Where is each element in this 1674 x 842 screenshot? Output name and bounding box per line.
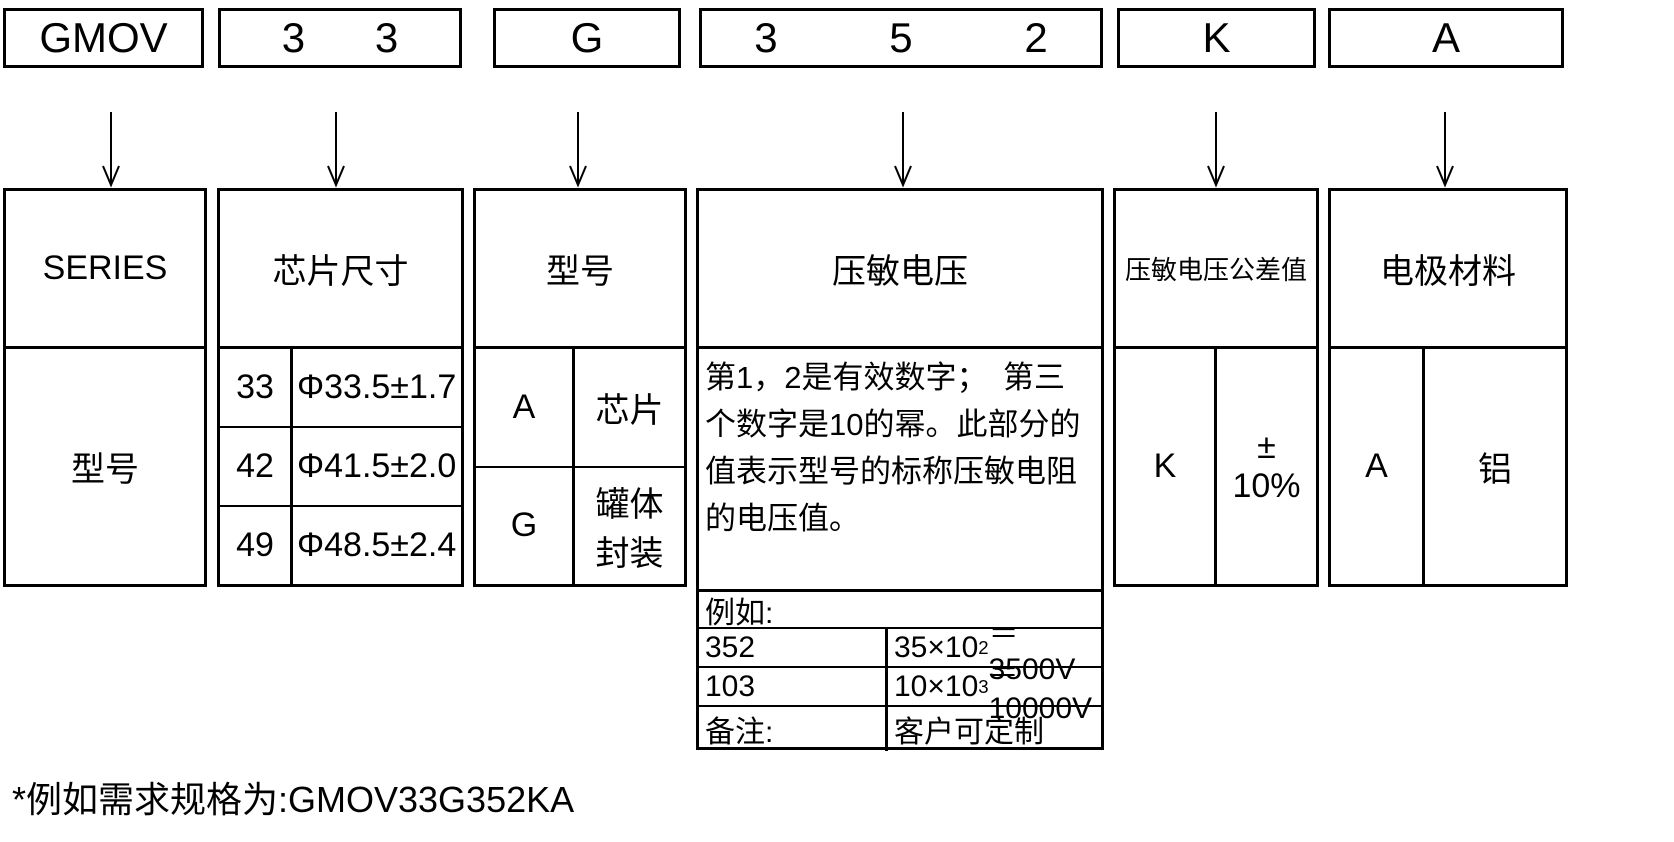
electrode-value: 铝 [1478, 451, 1512, 489]
type-value: 芯片 [595, 391, 664, 430]
example-code: 103 [699, 668, 888, 705]
chip-size-code: 49 [220, 507, 293, 584]
code-box-type: G [493, 8, 681, 68]
code-box-chip-size: 3 3 [218, 8, 462, 68]
note-row: 备注: 客户可定制 [699, 707, 1101, 751]
type-header: 型号 [476, 191, 684, 349]
info-box-electrode: 电极材料 A 铝 [1328, 188, 1568, 587]
varistor-voltage-header: 压敏电压 [699, 191, 1101, 349]
electrode-row: A 铝 [1331, 349, 1565, 584]
tolerance-row: K ± 10% [1116, 349, 1316, 584]
example-spec-note: *例如需求规格为:GMOV33G352KA [12, 779, 575, 820]
arrow-down-icon [1436, 112, 1454, 188]
code-box-series: GMOV [3, 8, 204, 68]
electrode-header: 电极材料 [1331, 191, 1565, 349]
info-box-tolerance: 压敏电压公差值 K ± 10% [1113, 188, 1319, 587]
type-code: G [476, 467, 575, 584]
info-box-series: SERIES 型号 [3, 188, 207, 587]
arrow-down-icon [569, 112, 587, 188]
code-box-electrode: A [1328, 8, 1564, 68]
arrow-down-icon [1207, 112, 1225, 188]
tolerance-value: ± 10% [1232, 427, 1301, 505]
chip-size-value: Φ48.5±2.4 [297, 526, 457, 564]
chip-size-value: Φ33.5±1.7 [297, 368, 457, 406]
chip-size-code: 42 [220, 428, 293, 505]
varistor-voltage-description: 第1，2是有效数字； 第三 个数字是10的幂。此部分的 值表示型号的标称压敏电阻… [699, 349, 1101, 592]
chip-size-row: 33 Φ33.5±1.7 [220, 349, 461, 428]
series-body: 型号 [71, 451, 139, 489]
electrode-code: A [1331, 349, 1425, 584]
code-box-tolerance-label: K [1202, 14, 1231, 61]
tolerance-header: 压敏电压公差值 [1116, 191, 1316, 349]
code-box-type-label: G [570, 14, 604, 61]
note-label: 备注: [699, 707, 888, 751]
code-box-tolerance: K [1117, 8, 1316, 68]
tolerance-code: K [1116, 349, 1217, 584]
example-label-row: 例如: [699, 592, 1101, 630]
code-box-chip-size-label: 3 3 [281, 14, 399, 61]
arrow-down-icon [327, 112, 345, 188]
info-box-varistor-voltage: 压敏电压 第1，2是有效数字； 第三 个数字是10的幂。此部分的 值表示型号的标… [696, 188, 1104, 751]
type-code: A [476, 349, 575, 466]
info-box-type: 型号 A 芯片 G 罐体 封装 [473, 188, 687, 587]
example-label: 例如: [705, 596, 774, 630]
type-row: A 芯片 [476, 349, 684, 468]
arrow-down-icon [894, 112, 912, 188]
example-code: 352 [699, 629, 888, 666]
chip-size-row: 49 Φ48.5±2.4 [220, 507, 461, 584]
chip-size-row: 42 Φ41.5±2.0 [220, 428, 461, 507]
chip-size-code: 33 [220, 349, 293, 426]
code-box-voltage: 3 5 2 [699, 8, 1103, 68]
code-box-series-label: GMOV [39, 14, 168, 61]
code-box-electrode-label: A [1431, 14, 1460, 61]
type-value: 罐体 封装 [595, 485, 664, 573]
type-row: G 罐体 封装 [476, 467, 684, 584]
chip-size-value: Φ41.5±2.0 [297, 447, 457, 485]
note-value: 客户可定制 [894, 716, 1044, 749]
info-box-chip-size: 芯片尺寸 33 Φ33.5±1.7 42 Φ41.5±2.0 49 Φ48.5±… [217, 188, 464, 587]
code-box-voltage-label: 3 5 2 [754, 14, 1048, 61]
arrow-down-icon [102, 112, 120, 188]
series-header: SERIES [6, 191, 204, 349]
chip-size-header: 芯片尺寸 [220, 191, 461, 349]
